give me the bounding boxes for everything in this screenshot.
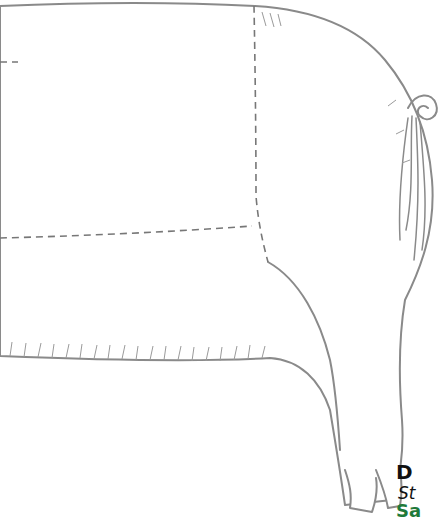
hoof [345, 470, 377, 512]
thigh-crease [268, 262, 340, 450]
cut-line [254, 6, 268, 262]
brand-fragment: Sa [396, 502, 421, 520]
cut-line [0, 226, 252, 238]
cut-line [0, 61, 18, 63]
pig-body [0, 3, 433, 505]
tail-tassel [399, 116, 425, 260]
back-hair [262, 12, 410, 163]
heading-fragment: D [396, 462, 413, 482]
belly-hair [10, 342, 265, 361]
subtitle-fragment: St [398, 485, 415, 502]
